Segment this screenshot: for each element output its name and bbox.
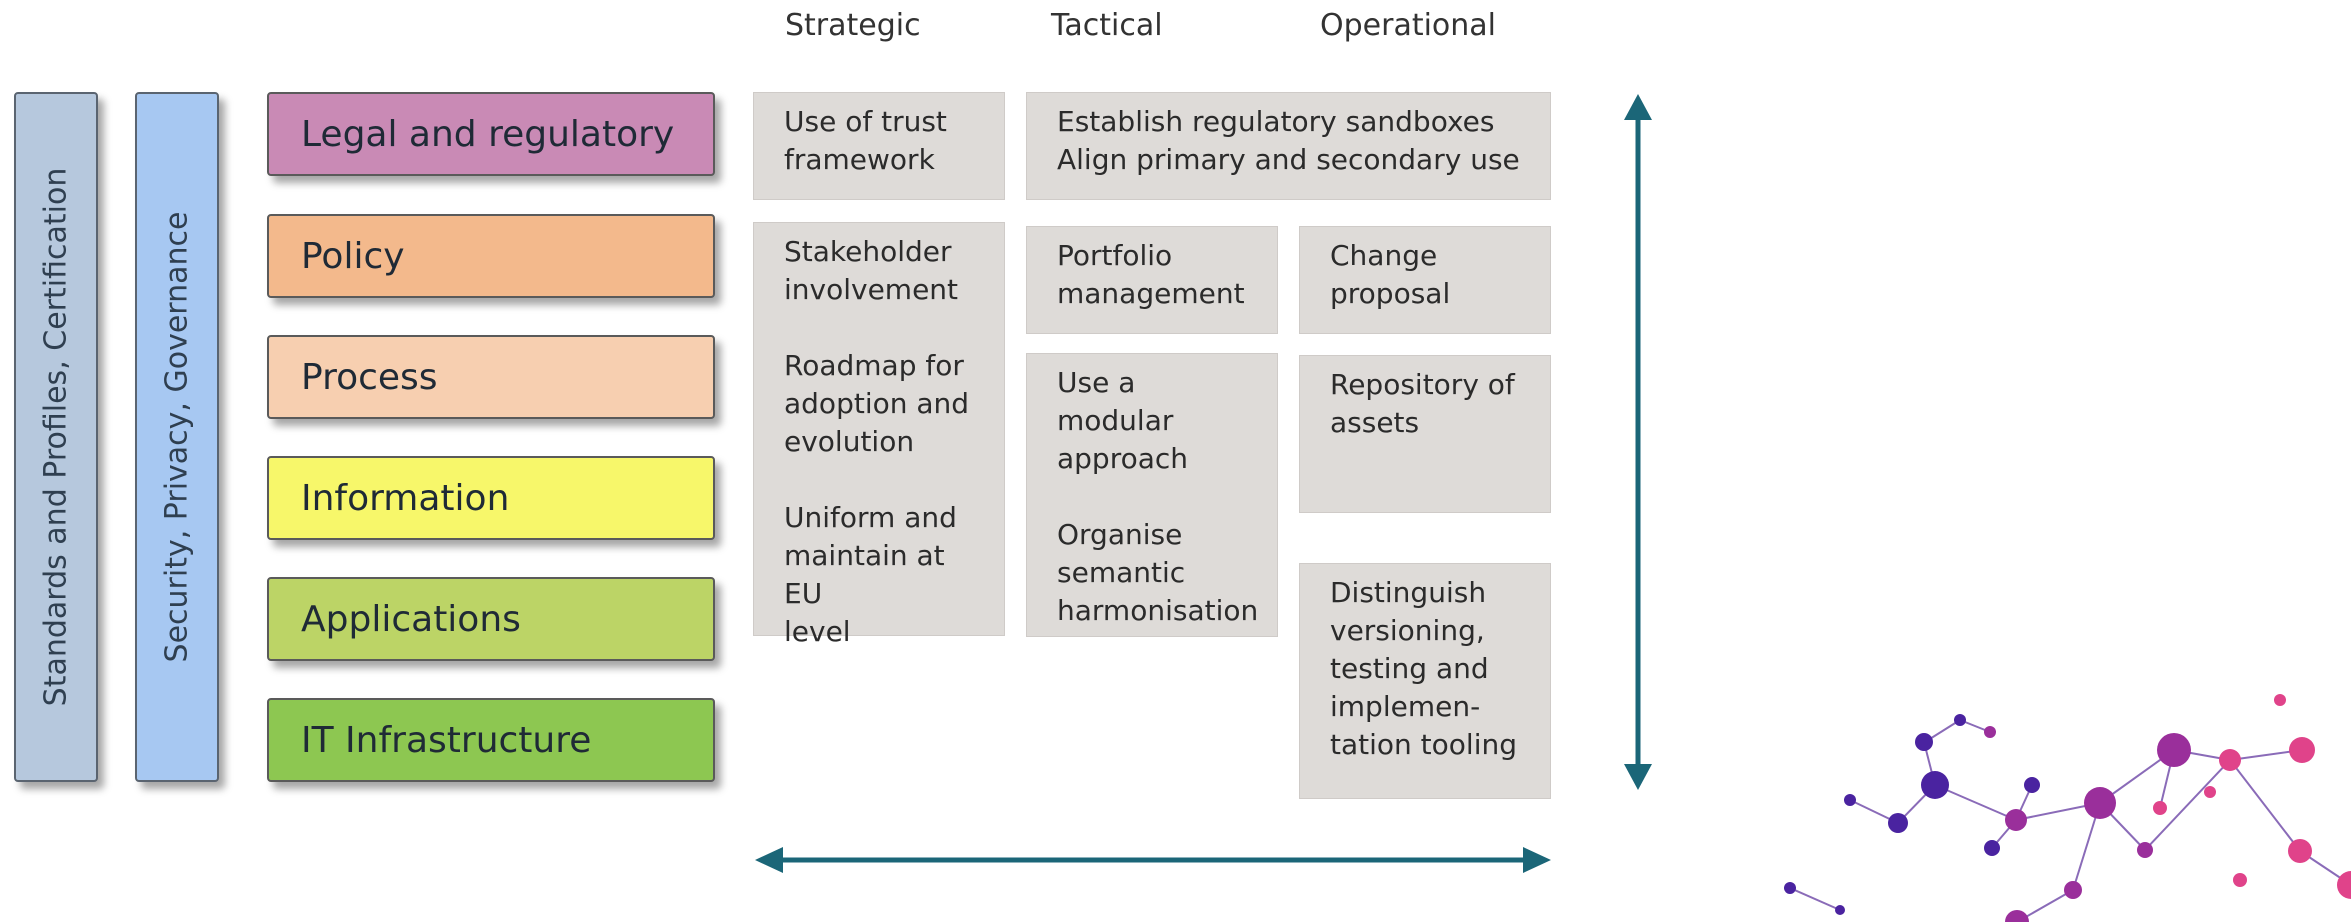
- layer-process-label: Process: [301, 356, 438, 398]
- layer-legal: Legal and regulatory: [267, 92, 715, 176]
- box-trust-framework: Use of trust framework: [753, 92, 1005, 200]
- box-repository: Repository of assets: [1299, 355, 1551, 513]
- box-text: assets: [1330, 406, 1420, 439]
- layer-policy-label: Policy: [301, 235, 405, 277]
- box-change-proposal: Change proposal: [1299, 226, 1551, 334]
- box-text: semantic: [1057, 556, 1186, 589]
- box-text: adoption and: [784, 387, 970, 420]
- layer-process: Process: [267, 335, 715, 419]
- box-text: maintain at EU: [784, 539, 945, 610]
- box-text: harmonisation: [1057, 594, 1259, 627]
- layer-applications: Applications: [267, 577, 715, 661]
- vertical-arrow-icon: [1624, 94, 1652, 790]
- molecule-network-icon: [1784, 694, 2351, 922]
- box-text: Distinguish: [1330, 576, 1487, 609]
- spacer: [784, 309, 974, 347]
- security-bar: Security, Privacy, Governance: [135, 92, 219, 782]
- header-tactical: Tactical: [1051, 8, 1163, 43]
- box-text: Roadmap for: [784, 349, 964, 382]
- box-text: tation tooling: [1330, 728, 1517, 761]
- box-text: Organise: [1057, 518, 1183, 551]
- security-bar-label: Security, Privacy, Governance: [159, 211, 195, 663]
- horizontal-arrow-icon: [755, 847, 1551, 873]
- header-operational: Operational: [1320, 8, 1497, 43]
- box-text: Change: [1330, 239, 1438, 272]
- box-text: Uniform and: [784, 501, 957, 534]
- box-text: Stakeholder: [784, 235, 952, 268]
- layer-it-infrastructure-label: IT Infrastructure: [301, 719, 592, 761]
- box-text: approach: [1057, 442, 1189, 475]
- layer-it-infrastructure: IT Infrastructure: [267, 698, 715, 782]
- box-text: proposal: [1330, 277, 1451, 310]
- box-text: framework: [784, 143, 935, 176]
- spacer: [1057, 478, 1247, 516]
- layer-policy: Policy: [267, 214, 715, 298]
- spacer: [784, 461, 974, 499]
- box-text: evolution: [784, 425, 915, 458]
- box-text: Use of trust: [784, 105, 947, 138]
- box-text: testing and: [1330, 652, 1489, 685]
- box-text: Repository of: [1330, 368, 1515, 401]
- layer-information-label: Information: [301, 477, 510, 519]
- box-text: versioning,: [1330, 614, 1485, 647]
- box-text: Use a modular: [1057, 366, 1174, 437]
- box-text: management: [1057, 277, 1245, 310]
- standards-bar: Standards and Profiles, Certification: [14, 92, 98, 782]
- box-text: Portfolio: [1057, 239, 1173, 272]
- box-text: Establish regulatory sandboxes: [1057, 105, 1495, 138]
- box-text: level: [784, 615, 851, 648]
- box-text: involvement: [784, 273, 959, 306]
- layer-information: Information: [267, 456, 715, 540]
- box-text: implemen-: [1330, 690, 1481, 723]
- box-portfolio: Portfolio management: [1026, 226, 1278, 334]
- box-text: Align primary and secondary use: [1057, 143, 1520, 176]
- box-strategic-policy: Stakeholder involvement Roadmap for adop…: [753, 222, 1005, 648]
- standards-bar-label: Standards and Profiles, Certification: [38, 167, 74, 707]
- header-strategic: Strategic: [785, 8, 921, 43]
- box-modular: Use a modular approach Organise semantic…: [1026, 353, 1278, 637]
- box-regulatory: Establish regulatory sandboxes Align pri…: [1026, 92, 1551, 200]
- layer-legal-label: Legal and regulatory: [301, 113, 675, 155]
- layer-applications-label: Applications: [301, 598, 521, 640]
- box-versioning: Distinguish versioning, testing and impl…: [1299, 563, 1551, 799]
